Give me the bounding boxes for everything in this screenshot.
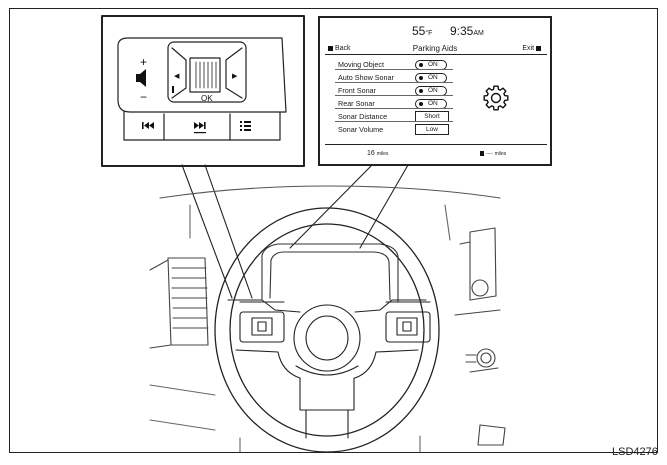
exit-key-icon [536, 45, 541, 51]
setting-row[interactable]: Rear Sonar ON [335, 97, 453, 109]
thumb-roller [189, 57, 221, 93]
callout-line-screen-right [359, 164, 409, 249]
previous-track-icon [142, 122, 154, 129]
dashboard-top-line [159, 185, 501, 199]
steering-wheel-rim [214, 207, 440, 453]
instrument-cluster [261, 243, 399, 303]
voice-return-icon [172, 86, 174, 93]
steering-wheel-hub [227, 299, 427, 439]
setting-row[interactable]: Sonar Volume Low [335, 123, 453, 135]
toggle-switch[interactable]: ON [415, 59, 447, 70]
setting-label: Sonar Volume [338, 125, 384, 134]
setting-label: Auto Show Sonar [338, 73, 394, 82]
back-button[interactable]: Back [328, 45, 351, 52]
next-track-icon [194, 122, 206, 134]
setting-row[interactable]: Sonar Distance Short [335, 110, 453, 122]
callout-line-screen-left [289, 164, 373, 249]
volume-down-label: − [140, 90, 147, 104]
switch-inset-frame [101, 15, 305, 167]
back-key-icon [328, 45, 333, 51]
callout-line-switch-right [204, 164, 253, 299]
toggle-switch[interactable]: ON [415, 85, 447, 96]
footer-divider [325, 144, 547, 145]
ok-label: OK [201, 94, 213, 103]
callout-line-switch-left [181, 164, 233, 299]
right-arrow-icon: ▶ [232, 73, 238, 80]
toggle-switch[interactable]: ON [415, 98, 447, 109]
dpad-frame [167, 41, 247, 103]
figure-frame [9, 8, 658, 453]
wheel-switch-left [239, 301, 285, 343]
trip-distance: 16 miles [367, 150, 389, 157]
wheel-switch-right [385, 301, 431, 343]
figure-code: LSD4276 [612, 446, 658, 458]
center-console [454, 227, 506, 446]
menu-list-icon [240, 121, 251, 131]
left-air-vent [149, 257, 209, 349]
toggle-switch[interactable]: ON [415, 72, 447, 83]
left-arrow-icon: ◀ [174, 73, 180, 80]
setting-label: Sonar Distance [338, 112, 388, 121]
switch-panel [117, 37, 287, 141]
screen-header: Back Parking Aids Exit [320, 42, 550, 54]
exit-button[interactable]: Exit [522, 45, 541, 52]
setting-label: Rear Sonar [338, 99, 375, 108]
clock: 9:35AM [450, 24, 484, 38]
fuel-range: ---- miles [480, 150, 506, 157]
screen-title: Parking Aids [412, 44, 458, 53]
setting-row[interactable]: Moving Object ON [335, 58, 453, 70]
gear-icon [483, 85, 509, 111]
select-value[interactable]: Low [415, 124, 449, 135]
setting-label: Moving Object [338, 60, 384, 69]
fuel-pump-icon [480, 150, 484, 156]
screen-footer: 16 miles ---- miles [320, 148, 550, 162]
setting-row[interactable]: Front Sonar ON [335, 84, 453, 96]
header-divider [325, 54, 547, 55]
speaker-icon [136, 69, 146, 87]
status-bar: 55°F 9:35AM [320, 24, 550, 38]
outside-temperature: 55°F [412, 24, 433, 38]
setting-label: Front Sonar [338, 86, 376, 95]
volume-up-label: + [140, 55, 147, 69]
display-screen: 55°F 9:35AM Back Parking Aids Exit Movin… [318, 16, 552, 166]
setting-row[interactable]: Auto Show Sonar ON [335, 71, 453, 83]
